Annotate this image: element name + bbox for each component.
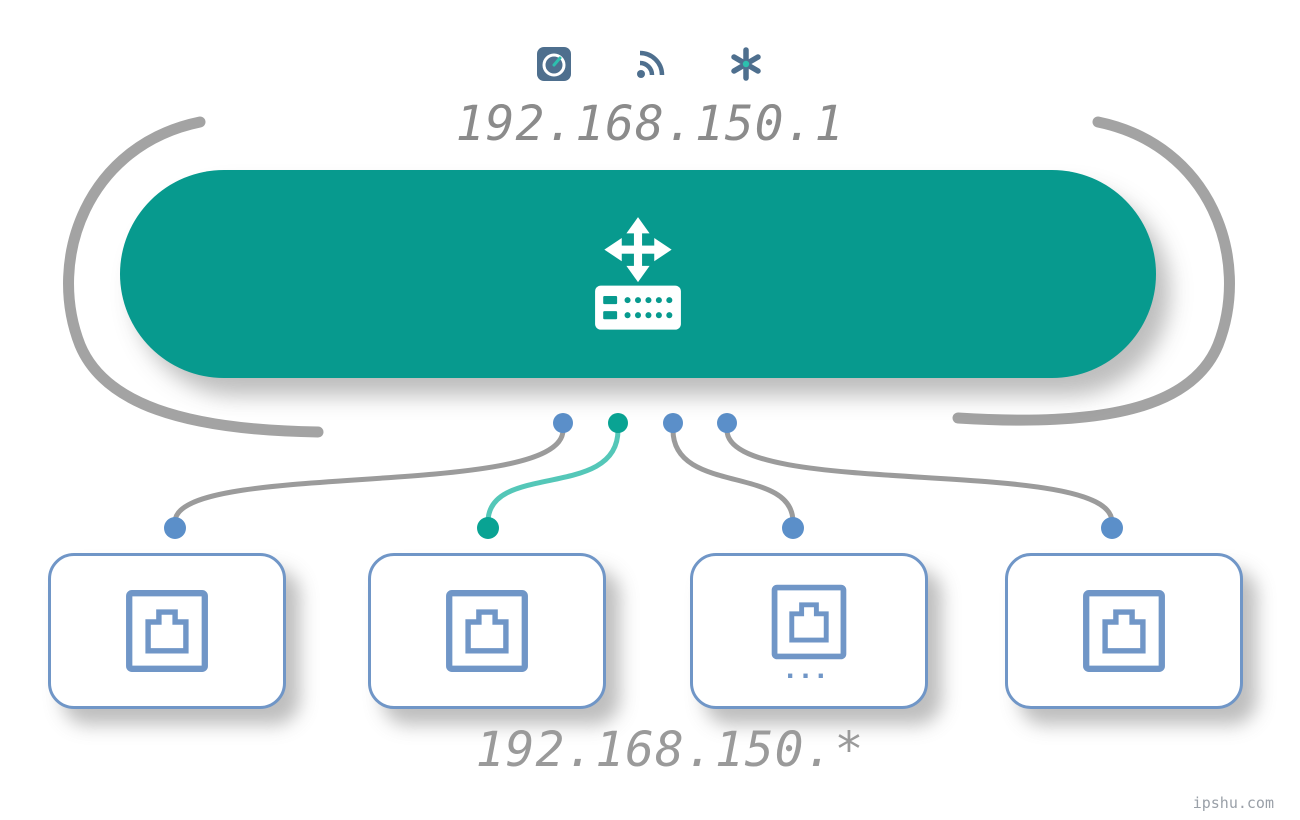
asterisk-icon <box>731 47 761 81</box>
connector-line-4 <box>724 427 1115 525</box>
port-dot-2 <box>608 413 628 433</box>
device-box-2 <box>368 553 606 709</box>
top-icon-row <box>536 46 764 82</box>
device-dot-3 <box>782 517 804 539</box>
port-dot-4 <box>717 413 737 433</box>
port-dot-1 <box>553 413 573 433</box>
device-dot-4 <box>1101 517 1123 539</box>
ethernet-port-icon <box>1083 590 1165 672</box>
router-switch-icon <box>595 217 681 330</box>
subnet-label: 192.168.150.* <box>475 722 865 778</box>
connector-line-1 <box>172 427 566 525</box>
device-box-4 <box>1005 553 1243 709</box>
router-pill <box>120 170 1156 378</box>
ethernet-port-icon <box>771 584 847 660</box>
device-dot-1 <box>164 517 186 539</box>
watermark: ipshu.com <box>1192 794 1274 812</box>
connector-line-3 <box>670 427 796 525</box>
device-box-1 <box>48 553 286 709</box>
connector-line-2 <box>485 427 621 525</box>
device-dot-2 <box>477 517 499 539</box>
ethernet-port-icon <box>446 590 528 672</box>
port-dot-3 <box>663 413 683 433</box>
gauge-icon <box>537 47 571 81</box>
more-ports-ellipsis: ... <box>785 652 832 685</box>
ethernet-port-icon <box>126 590 208 672</box>
signal-icon <box>637 50 665 78</box>
router-ip-label: 192.168.150.1 <box>455 96 845 152</box>
device-box-3: ... <box>690 553 928 709</box>
